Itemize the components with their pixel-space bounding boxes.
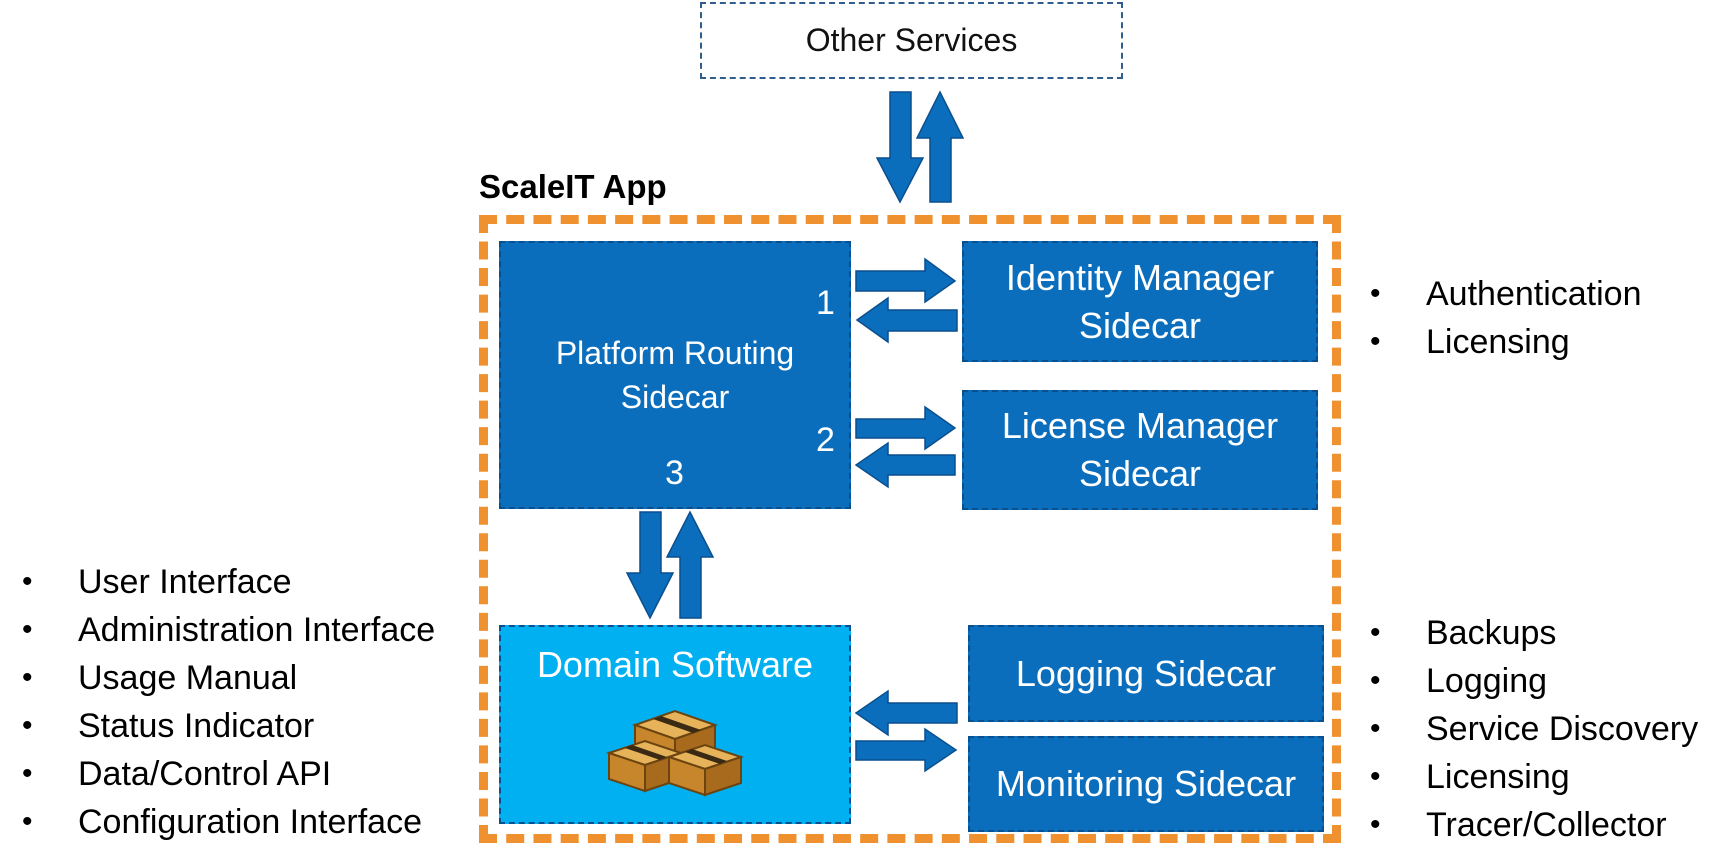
identity-features-list: Authentication Licensing	[1370, 270, 1642, 366]
identity-manager-label-2: Sidecar	[1078, 304, 1202, 346]
arrow-down-from-other-services	[875, 91, 925, 204]
list-item: Backups	[1370, 609, 1698, 657]
domain-software-features-list: User Interface Administration Interface …	[22, 558, 435, 846]
identity-manager-label-1: Identity Manager	[1005, 256, 1275, 298]
list-item: User Interface	[22, 558, 435, 606]
list-item: Data/Control API	[22, 750, 435, 798]
license-manager-label-2: Sidecar	[1078, 453, 1202, 494]
boxes-icon	[605, 709, 745, 797]
domain-software-label: Domain Software	[536, 644, 814, 685]
list-item: Status Indicator	[22, 702, 435, 750]
domain-software-box: Domain Software	[499, 625, 851, 824]
platform-routing-label-1: Platform Routing	[555, 335, 795, 371]
marker-1: 1	[816, 284, 835, 322]
marker-2: 2	[816, 421, 835, 459]
arrow-up-to-other-services	[915, 90, 965, 203]
app-title: ScaleIT App	[479, 168, 667, 205]
list-item: Authentication	[1370, 270, 1642, 318]
marker-3: 3	[665, 454, 684, 492]
list-item: Licensing	[1370, 318, 1642, 366]
infrastructure-features-list: Backups Logging Service Discovery Licens…	[1370, 609, 1698, 849]
arrow-down-to-domain-software	[625, 511, 675, 620]
arrow-to-identity-manager	[855, 257, 957, 304]
arrow-from-logging-sidecar	[854, 689, 958, 737]
platform-routing-sidecar: Platform Routing Sidecar 1 2 3	[499, 241, 851, 509]
monitoring-sidecar-label: Monitoring Sidecar	[995, 763, 1297, 804]
license-manager-sidecar: License Manager Sidecar	[962, 390, 1318, 510]
platform-routing-label-2: Sidecar	[620, 379, 730, 415]
arrow-to-monitoring-sidecar	[855, 727, 958, 773]
logging-sidecar: Logging Sidecar	[968, 625, 1324, 722]
list-item: Tracer/Collector	[1370, 801, 1698, 849]
license-manager-label-1: License Manager	[1001, 405, 1279, 446]
identity-manager-sidecar: Identity Manager Sidecar	[962, 241, 1318, 362]
monitoring-sidecar: Monitoring Sidecar	[968, 736, 1324, 832]
arrow-from-identity-manager	[855, 296, 958, 344]
list-item: Licensing	[1370, 753, 1698, 801]
arrow-up-from-domain-software	[665, 510, 715, 619]
arrow-from-license-manager	[854, 441, 956, 489]
list-item: Service Discovery	[1370, 705, 1698, 753]
other-services-box: Other Services	[700, 2, 1123, 79]
logging-sidecar-label: Logging Sidecar	[1015, 652, 1277, 694]
arrow-to-license-manager	[855, 405, 957, 451]
other-services-label: Other Services	[805, 22, 1018, 58]
list-item: Logging	[1370, 657, 1698, 705]
scaleit-app-boundary	[479, 215, 1341, 843]
list-item: Administration Interface	[22, 606, 435, 654]
list-item: Configuration Interface	[22, 798, 435, 846]
list-item: Usage Manual	[22, 654, 435, 702]
